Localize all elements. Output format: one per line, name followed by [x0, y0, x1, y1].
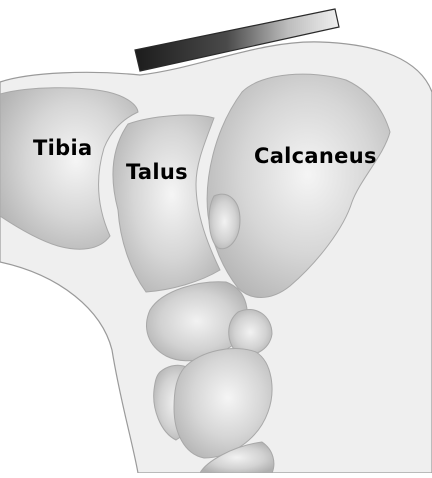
label-talus: Talus — [126, 160, 188, 184]
label-tibia: Tibia — [33, 136, 92, 160]
label-calcaneus: Calcaneus — [254, 144, 377, 168]
